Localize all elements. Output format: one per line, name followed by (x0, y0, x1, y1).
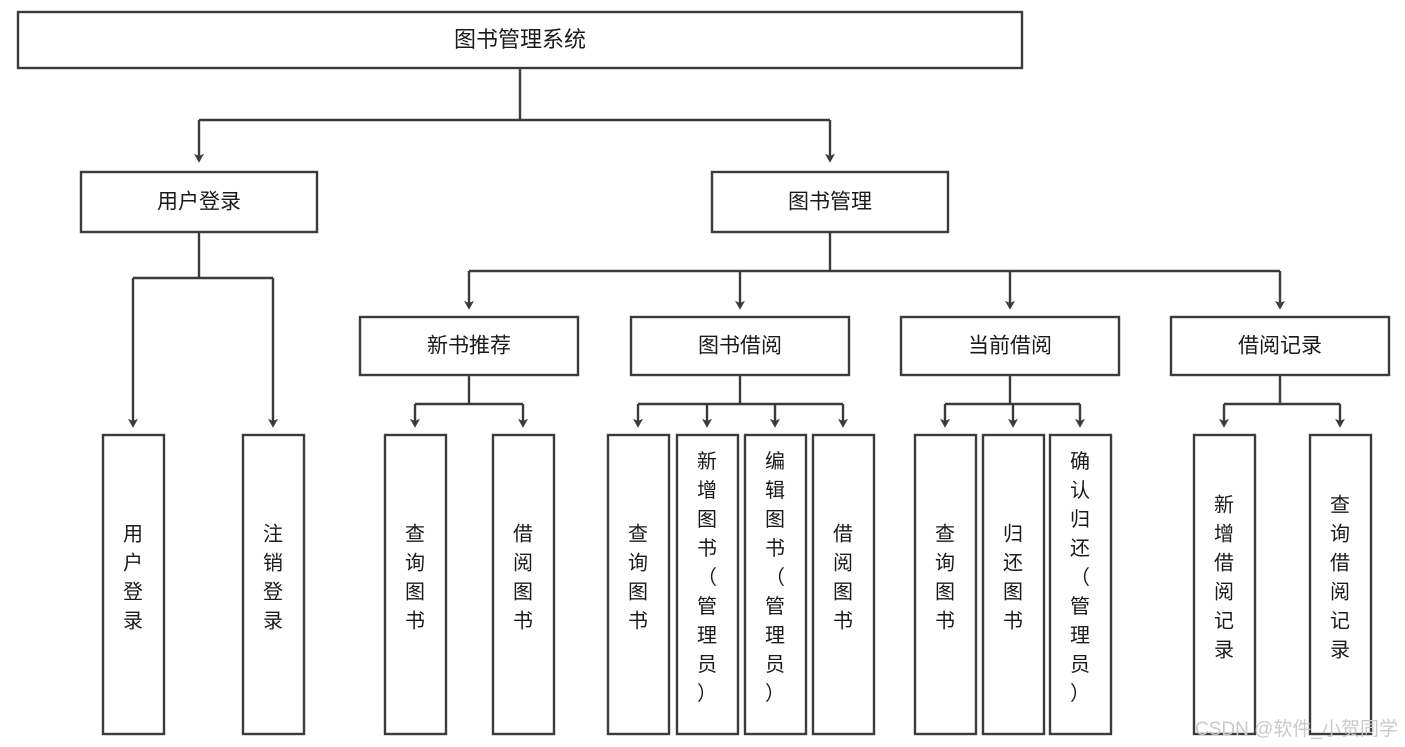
leaf-user-login-1-label: 注销登录 (263, 523, 283, 633)
node-book-borrow[interactable]: 图书借阅 (629, 315, 851, 377)
leaf-book-borrow-3-box[interactable] (811, 433, 876, 736)
leaf-node[interactable]: 确认归还（管理员） (1048, 433, 1113, 736)
leaf-node[interactable]: 归还图书 (981, 433, 1046, 736)
leaf-new-book-0-box[interactable] (383, 433, 448, 736)
leaf-node[interactable]: 用户登录 (101, 433, 166, 736)
edge-group-borrow-record (1219, 375, 1345, 428)
node-current-borrow-label: 当前借阅 (968, 335, 1052, 358)
node-root[interactable]: 图书管理系统 (16, 10, 1024, 70)
node-borrow-record[interactable]: 借阅记录 (1169, 315, 1391, 377)
node-user-login-box[interactable] (79, 170, 319, 234)
leaf-node[interactable]: 借阅图书 (811, 433, 876, 736)
leaf-borrow-record-1-label: 查询借阅记录 (1330, 494, 1350, 662)
leaf-book-borrow-0-box[interactable] (606, 433, 671, 736)
node-user-login[interactable]: 用户登录 (79, 170, 319, 234)
node-book-borrow-box[interactable] (629, 315, 851, 377)
node-borrow-record-label: 借阅记录 (1238, 335, 1322, 358)
leaf-new-book-1-label: 借阅图书 (513, 523, 533, 633)
node-new-book-recommend-box[interactable] (358, 315, 580, 377)
leaf-borrow-record-0-box[interactable] (1192, 433, 1257, 736)
node-current-borrow-box[interactable] (899, 315, 1121, 377)
csdn-watermark: CSDN @软件_小贺同学 (1195, 718, 1398, 740)
leaf-node[interactable]: 新增借阅记录 (1192, 433, 1257, 736)
leaf-book-borrow-0-label: 查询图书 (628, 523, 648, 633)
node-book-manage-box[interactable] (710, 170, 950, 234)
leaf-node[interactable]: 查询图书 (606, 433, 671, 736)
leaf-borrow-record-0-label: 新增借阅记录 (1214, 494, 1234, 662)
leaf-book-borrow-1-label: 新增图书（管理员） (697, 450, 717, 705)
leaf-current-borrow-0-label: 查询图书 (935, 523, 955, 633)
node-book-borrow-label: 图书借阅 (698, 335, 782, 358)
node-user-login-label: 用户登录 (157, 191, 241, 214)
node-book-manage-label: 图书管理 (788, 191, 872, 214)
leaf-node[interactable]: 查询图书 (913, 433, 978, 736)
leaf-node[interactable]: 借阅图书 (491, 433, 556, 736)
node-borrow-record-box[interactable] (1169, 315, 1391, 377)
node-current-borrow[interactable]: 当前借阅 (899, 315, 1121, 377)
leaf-node[interactable]: 查询图书 (383, 433, 448, 736)
edge-group-current-borrow (940, 375, 1085, 428)
leaf-node[interactable]: 新增图书（管理员） (675, 433, 740, 736)
leaf-book-borrow-2-label: 编辑图书（管理员） (765, 450, 785, 705)
leaf-user-login-0-label: 用户登录 (123, 524, 143, 633)
leaf-current-borrow-1-label: 归还图书 (1003, 523, 1023, 633)
leaf-new-book-0-label: 查询图书 (405, 523, 425, 633)
leaf-current-borrow-0-box[interactable] (913, 433, 978, 736)
leaf-current-borrow-2-box[interactable] (1048, 433, 1113, 736)
leaf-node[interactable]: 查询借阅记录 (1308, 433, 1373, 736)
leaf-node[interactable]: 编辑图书（管理员） (743, 433, 808, 736)
leaf-new-book-1-box[interactable] (491, 433, 556, 736)
leaf-user-login-1-box[interactable] (241, 433, 306, 736)
node-root-box[interactable] (16, 10, 1024, 70)
edge-group-book-borrow (633, 375, 848, 428)
edge-group-new-book (410, 375, 528, 428)
node-book-manage[interactable]: 图书管理 (710, 170, 950, 234)
leaf-current-borrow-1-box[interactable] (981, 433, 1046, 736)
leaf-borrow-record-1-box[interactable] (1308, 433, 1373, 736)
leaf-book-borrow-1-box[interactable] (675, 433, 740, 736)
node-new-book-recommend[interactable]: 新书推荐 (358, 315, 580, 377)
leaf-user-login-0-box[interactable] (101, 433, 166, 736)
leaf-book-borrow-2-box[interactable] (743, 433, 808, 736)
leaf-node[interactable]: 注销登录 (241, 433, 306, 736)
leaf-book-borrow-3-label: 借阅图书 (833, 523, 853, 633)
edge-group-root (194, 68, 835, 163)
edge-group-book-manage (464, 232, 1285, 310)
node-new-book-recommend-label: 新书推荐 (427, 335, 511, 358)
node-root-label: 图书管理系统 (454, 27, 586, 52)
leaf-current-borrow-2-label: 确认归还（管理员） (1070, 450, 1090, 705)
edge-group-user-login (128, 232, 278, 428)
